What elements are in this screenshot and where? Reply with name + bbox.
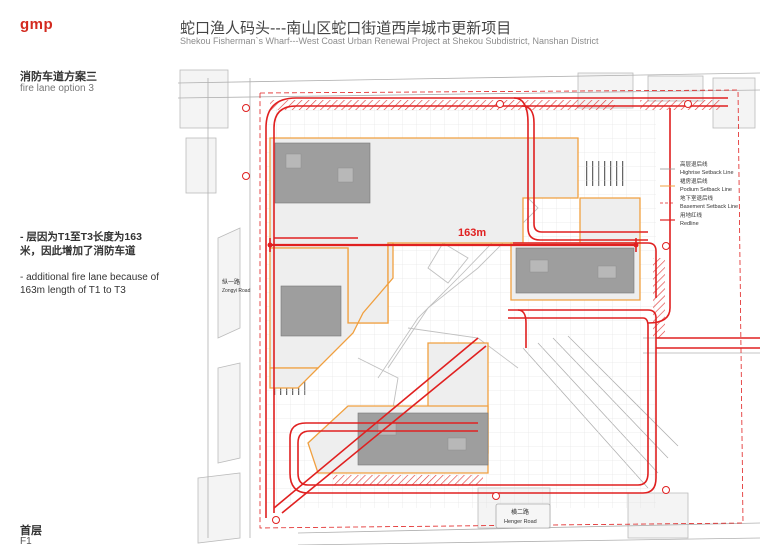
gmp-logo: gmp (20, 16, 54, 33)
road-south-label-en: Henger Road (504, 519, 537, 525)
tower-details (285, 153, 617, 451)
section-title-cn: 消防车道方案三 (20, 71, 97, 83)
legend-basement-en: Basement Setback Line (680, 204, 738, 210)
dimension-label: 163m (458, 227, 486, 239)
fire-lanes (265, 97, 760, 518)
legend-redline-en: Redline (680, 221, 699, 227)
control-points (242, 100, 692, 524)
redline-boundary (259, 89, 744, 529)
floor-label-cn: 首层 (20, 525, 42, 537)
page-title-en: Shekou Fisherman`s Wharf---West Coast Ur… (180, 36, 599, 46)
legend: 高层退后线 Highrise Setback Line 裙房退后线 Podium… (660, 160, 738, 227)
road-west-label-en: Zongyi Road (222, 288, 251, 294)
page-title-cn: 蛇口渔人码头---南山区蛇口街道西岸城市更新项目 (180, 19, 512, 37)
road-west-label-cn: 纵一路 (222, 278, 240, 286)
dimension-163m (267, 238, 639, 252)
legend-podium-en: Podium Setback Line (680, 187, 732, 193)
site-plan: 163m 高层退后线 Highrise Setback Line 裙房退后线 P… (177, 68, 760, 546)
legend-basement-cn: 地下室退后线 (680, 194, 714, 202)
floor-label-en: F1 (20, 536, 32, 547)
legend-podium-cn: 裙房退后线 (680, 177, 708, 185)
note-cn: - 层因为T1至T3长度为163米，因此增加了消防车道 (20, 231, 142, 257)
road-south-label: 横二路 Henger Road (495, 503, 551, 529)
legend-highrise-en: Highrise Setback Line (680, 170, 734, 176)
road-south-label-cn: 横二路 (511, 508, 529, 516)
note-en: - additional fire lane because of 163m l… (20, 272, 159, 296)
legend-redline-cn: 用地红线 (680, 211, 703, 219)
site-plan-drawing: 163m 高层退后线 Highrise Setback Line 裙房退后线 P… (177, 69, 760, 546)
section-title-en: fire lane option 3 (20, 83, 94, 94)
legend-highrise-cn: 高层退后线 (680, 160, 708, 168)
